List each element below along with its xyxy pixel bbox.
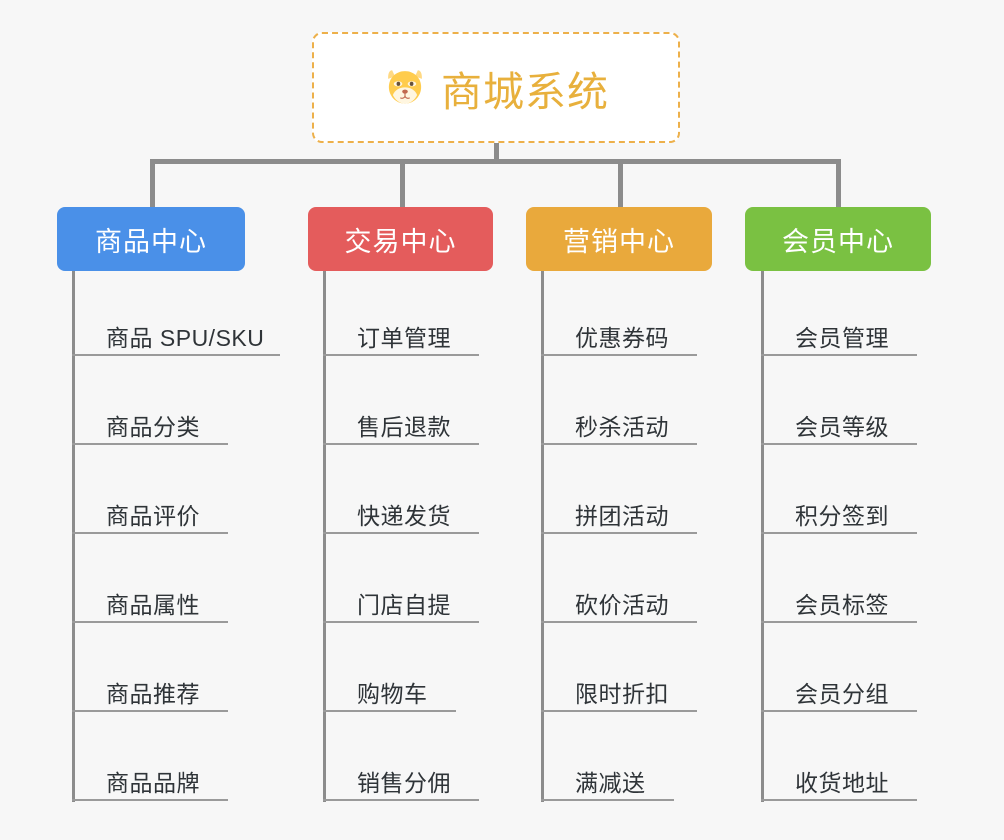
leaf-item-label: 限时折扣 xyxy=(575,681,669,707)
leaf-item-label: 会员管理 xyxy=(795,325,889,351)
leaf-spine xyxy=(323,271,326,802)
leaf-item-label: 商品分类 xyxy=(106,414,200,440)
leaf-underline xyxy=(323,710,456,712)
leaf-item[interactable]: 会员等级 xyxy=(761,383,917,445)
leaf-underline xyxy=(72,799,228,801)
leaf-item[interactable]: 商品 SPU/SKU xyxy=(72,294,280,356)
leaf-underline xyxy=(761,354,917,356)
leaf-item[interactable]: 会员管理 xyxy=(761,294,917,356)
leaf-item-label: 门店自提 xyxy=(357,592,451,618)
leaf-item-label: 售后退款 xyxy=(357,414,451,440)
leaf-underline xyxy=(72,354,280,356)
branch-drop-connector-1 xyxy=(150,159,155,208)
leaf-item[interactable]: 秒杀活动 xyxy=(541,383,697,445)
leaf-item-label: 商品属性 xyxy=(106,592,200,618)
leaf-item-label: 积分签到 xyxy=(795,503,889,529)
leaf-spine xyxy=(541,271,544,802)
leaf-item[interactable]: 砍价活动 xyxy=(541,561,697,623)
branch-label: 营销中心 xyxy=(563,226,675,257)
root-node[interactable]: 商城系统 xyxy=(312,32,680,143)
leaf-item[interactable]: 会员分组 xyxy=(761,650,917,712)
branch-drop-connector-3 xyxy=(618,159,623,208)
leaf-item[interactable]: 销售分佣 xyxy=(323,739,479,801)
leaf-item[interactable]: 商品评价 xyxy=(72,472,228,534)
leaf-underline xyxy=(541,710,697,712)
branch-bus-connector xyxy=(150,159,840,164)
branch-node-trade-center[interactable]: 交易中心 xyxy=(308,207,493,271)
leaf-item-label: 购物车 xyxy=(357,681,428,707)
leaf-item[interactable]: 商品推荐 xyxy=(72,650,228,712)
leaf-item[interactable]: 商品分类 xyxy=(72,383,228,445)
leaf-item[interactable]: 限时折扣 xyxy=(541,650,697,712)
branch-node-marketing-center[interactable]: 营销中心 xyxy=(526,207,712,271)
leaf-spine xyxy=(761,271,764,802)
branch-drop-connector-4 xyxy=(836,159,841,208)
leaf-item-label: 商品评价 xyxy=(106,503,200,529)
leaf-item-label: 收货地址 xyxy=(795,770,889,796)
leaf-item-label: 商品推荐 xyxy=(106,681,200,707)
leaf-underline xyxy=(761,710,917,712)
leaf-item[interactable]: 会员标签 xyxy=(761,561,917,623)
leaf-underline xyxy=(72,621,228,623)
leaf-item-label: 商品 SPU/SKU xyxy=(106,325,265,351)
leaf-item[interactable]: 商品品牌 xyxy=(72,739,228,801)
leaf-underline xyxy=(323,532,479,534)
leaf-item-label: 秒杀活动 xyxy=(575,414,669,440)
leaf-item[interactable]: 拼团活动 xyxy=(541,472,697,534)
leaf-underline xyxy=(323,799,479,801)
leaf-underline xyxy=(761,621,917,623)
leaf-item-label: 销售分佣 xyxy=(357,770,451,796)
leaf-item[interactable]: 购物车 xyxy=(323,650,456,712)
leaf-item-label: 砍价活动 xyxy=(575,592,669,618)
leaf-item[interactable]: 门店自提 xyxy=(323,561,479,623)
branch-node-member-center[interactable]: 会员中心 xyxy=(745,207,931,271)
dog-face-icon xyxy=(383,66,427,110)
leaf-item-label: 优惠券码 xyxy=(575,325,669,351)
leaf-underline xyxy=(541,621,697,623)
leaf-item[interactable]: 满减送 xyxy=(541,739,674,801)
leaf-item-label: 商品品牌 xyxy=(106,770,200,796)
branch-label: 交易中心 xyxy=(344,226,457,257)
leaf-item-label: 会员等级 xyxy=(795,414,889,440)
branch-label: 会员中心 xyxy=(782,226,894,257)
leaf-underline xyxy=(761,799,917,801)
leaf-item[interactable]: 订单管理 xyxy=(323,294,479,356)
leaf-item[interactable]: 收货地址 xyxy=(761,739,917,801)
root-trunk-connector xyxy=(494,143,499,163)
leaf-underline xyxy=(541,443,697,445)
leaf-item-label: 快递发货 xyxy=(357,503,451,529)
leaf-underline xyxy=(761,532,917,534)
branch-drop-connector-2 xyxy=(400,159,405,208)
leaf-item-label: 会员标签 xyxy=(795,592,889,618)
leaf-item[interactable]: 快递发货 xyxy=(323,472,479,534)
leaf-spine xyxy=(72,271,75,802)
leaf-underline xyxy=(323,443,479,445)
leaf-item[interactable]: 商品属性 xyxy=(72,561,228,623)
leaf-underline xyxy=(323,621,479,623)
leaf-underline xyxy=(541,799,674,801)
leaf-underline xyxy=(541,532,697,534)
leaf-underline xyxy=(323,354,479,356)
root-node-content: 商城系统 xyxy=(383,58,609,118)
branch-node-product-center[interactable]: 商品中心 xyxy=(57,207,245,271)
leaf-item-label: 会员分组 xyxy=(795,681,889,707)
leaf-item-label: 订单管理 xyxy=(357,325,451,351)
leaf-underline xyxy=(72,710,228,712)
leaf-item-label: 拼团活动 xyxy=(575,503,669,529)
leaf-underline xyxy=(761,443,917,445)
leaf-underline xyxy=(541,354,697,356)
leaf-item[interactable]: 优惠券码 xyxy=(541,294,697,356)
leaf-underline xyxy=(72,443,228,445)
leaf-underline xyxy=(72,532,228,534)
branch-label: 商品中心 xyxy=(95,226,207,257)
root-title: 商城系统 xyxy=(441,68,609,115)
leaf-item-label: 满减送 xyxy=(575,770,646,796)
leaf-item[interactable]: 售后退款 xyxy=(323,383,479,445)
leaf-item[interactable]: 积分签到 xyxy=(761,472,917,534)
